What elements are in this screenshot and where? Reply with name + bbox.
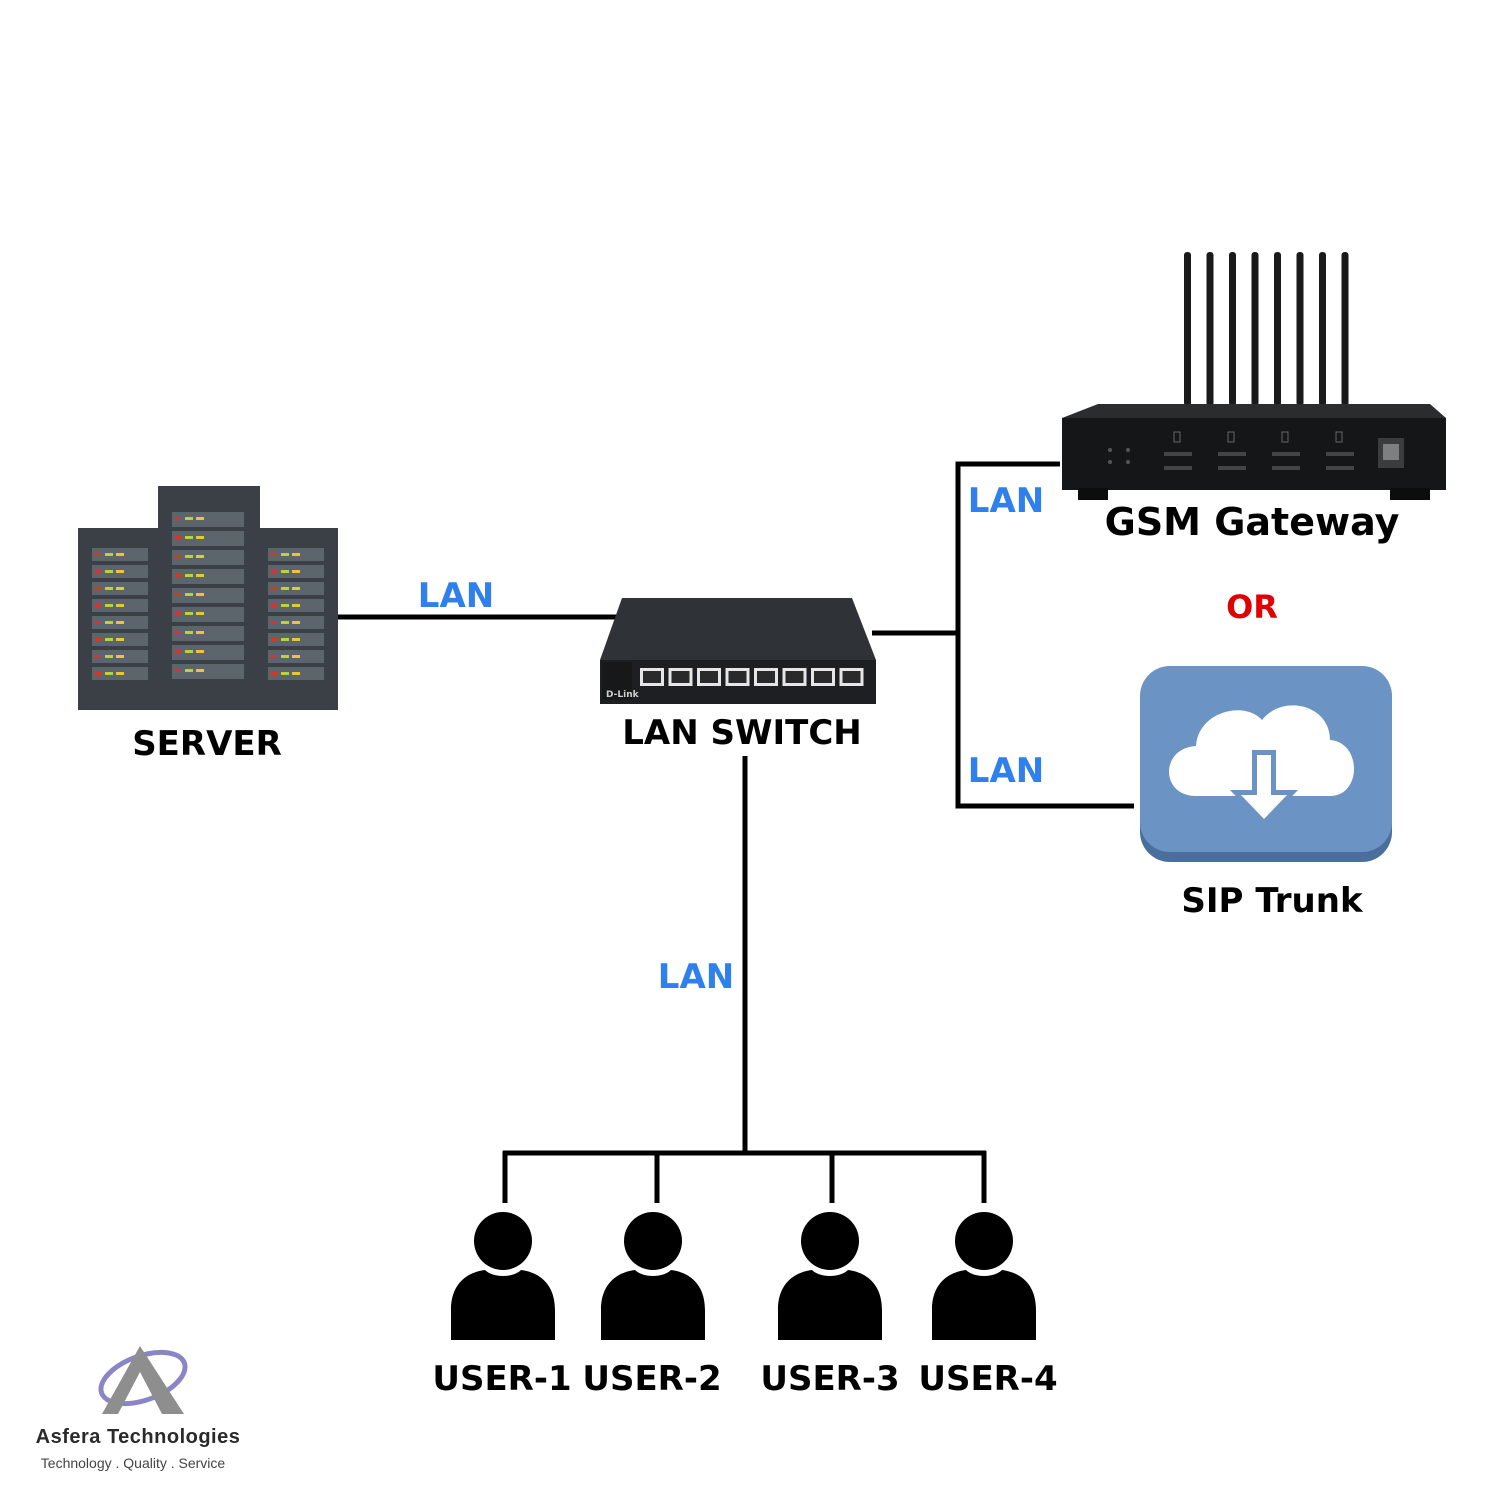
connection-lines bbox=[338, 461, 1134, 1203]
user-2-icon bbox=[601, 1212, 705, 1340]
lan-label-server-switch: LAN bbox=[418, 576, 494, 616]
user-4-label: USER-4 bbox=[918, 1359, 1057, 1399]
cloud-download-icon bbox=[1140, 666, 1392, 862]
asfera-logo-icon bbox=[98, 1346, 188, 1414]
user-3-icon bbox=[778, 1212, 882, 1340]
or-label: OR bbox=[1226, 588, 1278, 626]
user-1-icon bbox=[451, 1212, 555, 1340]
gsm-link bbox=[955, 461, 1134, 809]
svg-text:D-Link: D-Link bbox=[606, 690, 640, 700]
user-1-label: USER-1 bbox=[432, 1359, 571, 1399]
gsm-gateway-icon bbox=[1062, 252, 1446, 500]
network-switch-icon: D-Link bbox=[600, 598, 876, 704]
lan-label-sip: LAN bbox=[968, 751, 1044, 791]
brand-name: Asfera Technologies bbox=[36, 1426, 241, 1448]
lan-switch-label: LAN SWITCH bbox=[622, 713, 862, 753]
users-group bbox=[451, 1212, 1036, 1340]
server-label: SERVER bbox=[132, 724, 282, 764]
lan-label-users: LAN bbox=[658, 957, 734, 997]
brand-tagline: Technology . Quality . Service bbox=[41, 1455, 226, 1471]
user-3-label: USER-3 bbox=[760, 1359, 899, 1399]
user-4-icon bbox=[932, 1212, 1036, 1340]
gsm-gateway-label: GSM Gateway bbox=[1105, 500, 1400, 544]
lan-label-gsm: LAN bbox=[968, 481, 1044, 521]
server-rack-icon bbox=[78, 486, 338, 710]
user-2-label: USER-2 bbox=[582, 1359, 721, 1399]
sip-trunk-label: SIP Trunk bbox=[1181, 881, 1364, 921]
